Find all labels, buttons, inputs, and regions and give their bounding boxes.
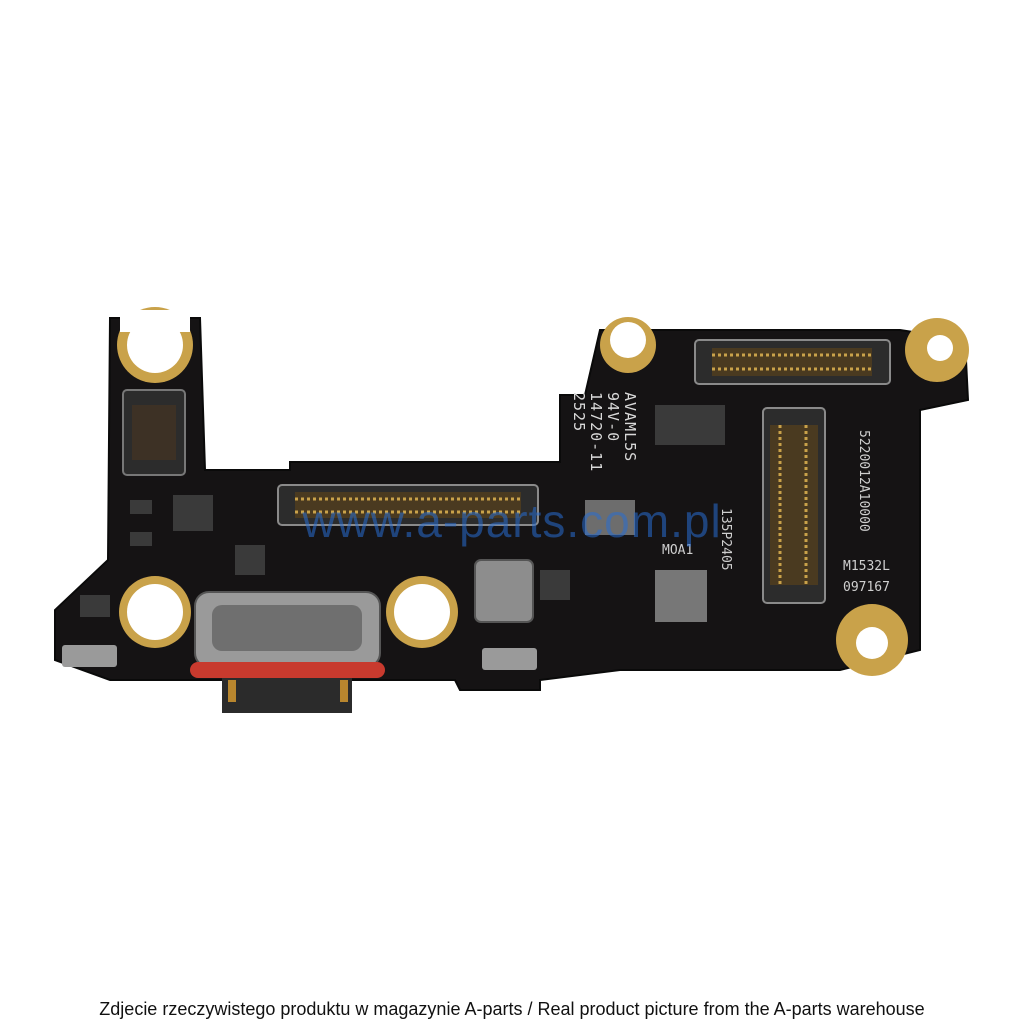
antenna-contact-right [482, 648, 537, 670]
marking-line1: AVAML5S [621, 392, 639, 462]
connector-top [694, 339, 891, 385]
marking-part-number: 5220012A10000 [856, 430, 871, 532]
mounting-hole-top-left [117, 307, 193, 383]
antenna-contact-left [62, 645, 117, 667]
marking-serial: 097167 [843, 580, 890, 595]
connector-small-left [122, 389, 186, 476]
photo-caption: Zdjecie rzeczywistego produktu w magazyn… [99, 999, 925, 1019]
marking-model: M1532L [843, 559, 890, 574]
marking-vertical-code: 135P2405 [718, 508, 733, 571]
mounting-hole-left [119, 576, 191, 648]
smd-components [80, 405, 725, 617]
data-matrix-code [655, 570, 707, 622]
marking-line3: 14720-11 [587, 392, 605, 472]
marking-chip-code: MOA1 [662, 543, 693, 558]
usb-c-port [190, 591, 385, 713]
marking-line2: 94V-0 [604, 392, 622, 442]
mounting-hole-top-right [905, 318, 969, 382]
mounting-notch-top [600, 317, 656, 373]
connector-center [277, 484, 539, 526]
mounting-hole-bottom-right [836, 604, 908, 676]
microphone-shield [474, 559, 534, 623]
mounting-hole-center [386, 576, 458, 648]
connector-vertical [762, 407, 826, 604]
marking-line4: 2525 [570, 392, 588, 432]
